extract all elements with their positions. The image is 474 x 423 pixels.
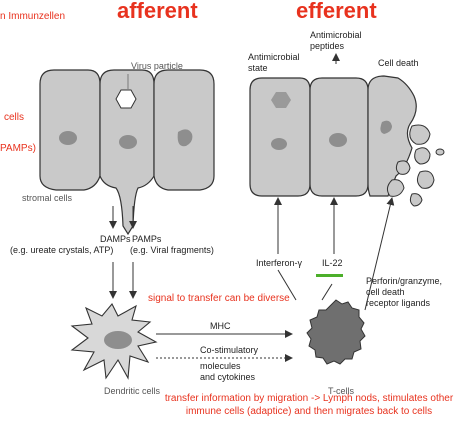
- epithelium-right: [249, 75, 417, 197]
- perforin-label-2: cell death: [366, 287, 405, 297]
- virus-particle-icon: [115, 89, 137, 109]
- mhc-label: MHC: [210, 321, 231, 331]
- note-signal-diverse: signal to transfer can be diverse: [148, 293, 290, 304]
- dendritic-cells-label: Dendritic cells: [104, 386, 161, 396]
- pamps-examples: (e.g. Viral fragments): [130, 245, 214, 255]
- pamps-label: PAMPs: [132, 234, 162, 244]
- interferon-label: Interferon-γ: [256, 258, 303, 268]
- il22-label: IL-22: [322, 258, 343, 268]
- note-pamps: PAMPs): [0, 143, 36, 154]
- il22-indicator-bar: [316, 274, 343, 277]
- note-transfer-line2: immune cells (adaptice) and then migrate…: [185, 406, 433, 417]
- perforin-label-3: receptor ligands: [366, 298, 431, 308]
- note-transfer-line1: transfer information by migration -> Lym…: [164, 393, 454, 404]
- antimicrobial-state-label-2: state: [248, 63, 268, 73]
- antimicrobial-state-label-1: Antimicrobial: [248, 52, 300, 62]
- stromal-cells-label: stromal cells: [22, 193, 73, 203]
- cell-death-label: Cell death: [378, 58, 419, 68]
- dying-cell: [367, 75, 417, 197]
- stromal-cell-1: [39, 69, 101, 191]
- apoptotic-fragments: [386, 124, 445, 207]
- note-cells: cells: [4, 112, 25, 123]
- perforin-label-1: Perforin/granzyme,: [366, 276, 443, 286]
- afferent-heading: afferent: [117, 0, 198, 23]
- stromal-epithelium-left: [39, 69, 215, 236]
- t-cells-label: T-cells: [328, 386, 355, 396]
- damps-label: DAMPs: [100, 234, 131, 244]
- costim-label-3: and cytokines: [200, 372, 256, 382]
- costim-label-1: Co-stimulatory: [200, 345, 259, 355]
- t-cell: [306, 299, 366, 365]
- antimicrobial-peptides-label-1: Antimicrobial: [310, 30, 362, 40]
- dendritic-cell: [70, 303, 158, 380]
- damps-examples: (e.g. ureate crystals, ATP): [10, 245, 114, 255]
- antimicrobial-peptides-label-2: peptides: [310, 41, 345, 51]
- note-immunzellen: n Immunzellen: [0, 11, 66, 22]
- stromal-cell-center: [99, 69, 155, 236]
- costim-label-2: molecules: [200, 361, 241, 371]
- efferent-heading: efferent: [296, 0, 377, 23]
- virus-particle-label: Virus particle: [131, 61, 183, 71]
